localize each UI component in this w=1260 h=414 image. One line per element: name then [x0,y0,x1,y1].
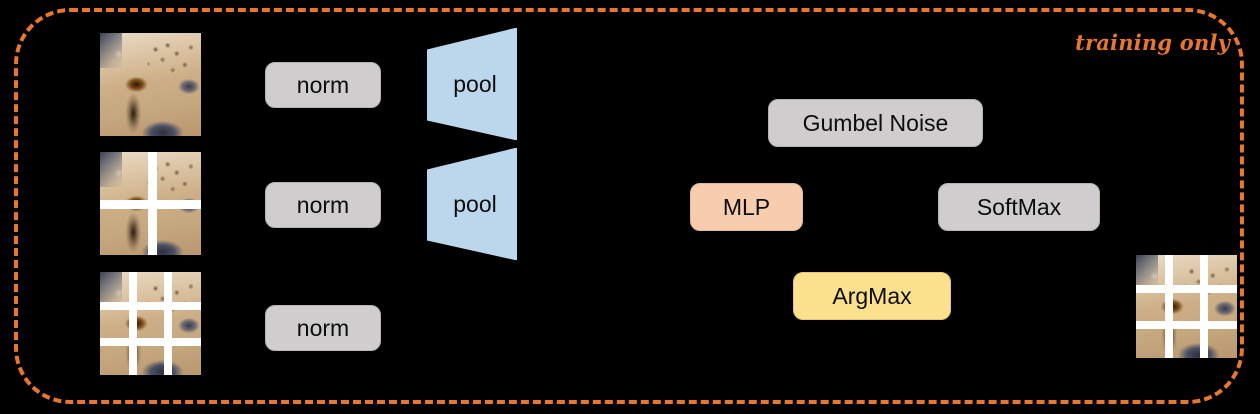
softmax-block[interactable]: SoftMax [938,183,1100,231]
grid-line-vertical [164,272,172,375]
pool-block-1[interactable]: pool [427,28,517,140]
photo-corner-shade [100,272,123,308]
gumbel-noise-label: Gumbel Noise [802,109,949,136]
norm-block-1[interactable]: norm [265,62,381,108]
grid-line-horizontal [100,200,201,209]
input-image-3x3 [100,272,201,375]
pool-block-2[interactable]: pool [427,148,517,260]
norm-block-label: norm [296,314,350,341]
input-image-2x2 [100,152,201,255]
photo-corner-shade [1136,255,1159,291]
input-image-full [100,33,201,136]
argmax-label: ArgMax [832,282,912,309]
grid-line-horizontal [1136,321,1237,329]
argmax-block[interactable]: ArgMax [793,272,951,320]
norm-block-label: norm [296,71,350,98]
norm-block-3[interactable]: norm [265,305,381,351]
norm-block-2[interactable]: norm [265,182,381,228]
softmax-label: SoftMax [976,193,1062,220]
gumbel-noise-block[interactable]: Gumbel Noise [768,99,983,147]
grid-line-vertical [1165,255,1173,358]
norm-block-label: norm [296,191,350,218]
mlp-label: MLP [722,193,771,220]
training-only-label: training only [1075,30,1230,55]
photo-corner-shade [100,33,123,69]
photo-corner-shade [100,152,123,188]
pool-trapezoid-shape [427,28,517,140]
output-image-3x3 [1136,255,1237,358]
grid-line-horizontal [100,302,201,310]
grid-line-vertical [1200,255,1208,358]
grid-line-vertical [129,272,137,375]
grid-line-horizontal [100,338,201,346]
pool-trapezoid-shape [427,148,517,260]
mlp-block[interactable]: MLP [690,183,803,231]
grid-line-horizontal [1136,285,1237,293]
